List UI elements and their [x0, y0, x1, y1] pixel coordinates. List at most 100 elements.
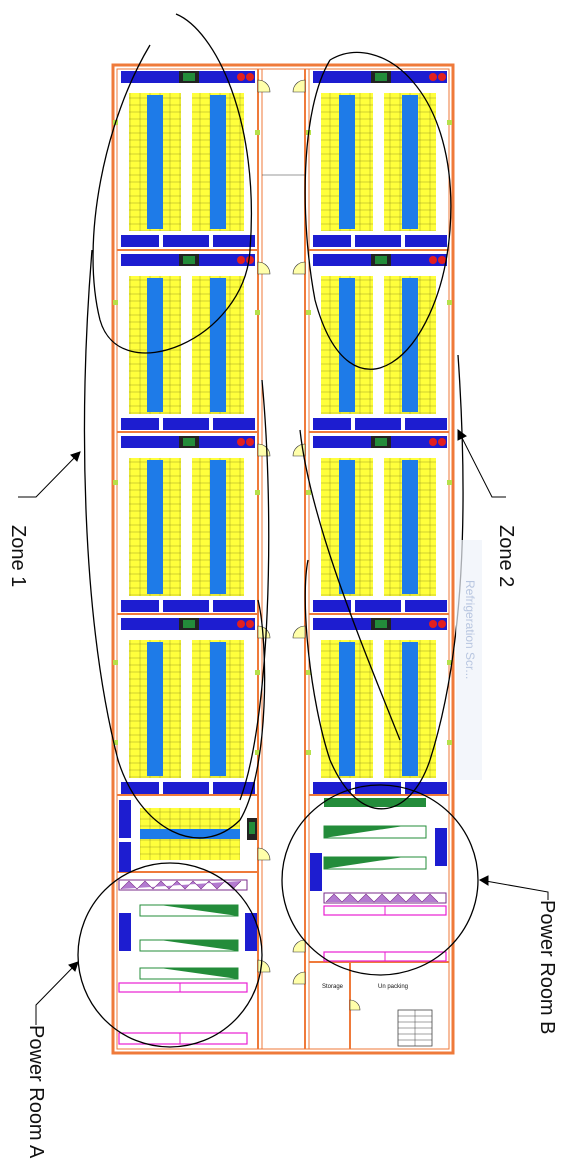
fire-extinguisher [438, 256, 446, 264]
crac-strip-bottom [121, 418, 255, 430]
cold-aisle [339, 642, 355, 776]
crac-strip-bottom [313, 782, 447, 794]
zone-1-leader [18, 451, 81, 498]
strip-gap [159, 418, 163, 430]
cold-aisle [339, 278, 355, 412]
power-room-b-equipment [310, 798, 447, 962]
zone-2-arrowhead [457, 429, 467, 441]
power-room-a-leader [35, 961, 79, 1025]
cold-aisle [210, 460, 226, 594]
power-room-a-outline [77, 862, 263, 1048]
panel-unit-inner [183, 256, 195, 264]
fire-extinguisher [438, 438, 446, 446]
power-room-b-outline [281, 784, 479, 976]
strip-gap [159, 782, 163, 794]
panel-unit-inner [375, 73, 387, 81]
cold-aisle [147, 642, 163, 776]
zone-2-label: Zone 2 [495, 525, 517, 587]
fire-extinguisher [246, 73, 254, 81]
zone-1-outline-top [92, 13, 252, 354]
accent-square [306, 750, 311, 755]
accent-square [447, 480, 452, 485]
strip-gap [209, 600, 213, 612]
zone-annotations [77, 13, 479, 1048]
fire-extinguisher [429, 620, 437, 628]
cold-aisle [147, 278, 163, 412]
accent-square [255, 670, 260, 675]
unpacking-room-label: Un packing [378, 984, 408, 990]
power-room-b-leader [479, 879, 549, 900]
accent-square [113, 740, 118, 745]
panel-unit-inner [183, 73, 195, 81]
data-hall-b-2 [313, 254, 447, 430]
zone-1-label: Zone 1 [7, 525, 29, 587]
power-room-b-label: Power Room B [536, 900, 558, 1035]
accent-square [113, 300, 118, 305]
watermark: Refrigeration Scr... [456, 540, 482, 780]
zone-2-outline-right [304, 354, 464, 810]
data-hall-a-2 [121, 254, 255, 430]
accent-square [306, 490, 311, 495]
strip-gap [159, 600, 163, 612]
fire-extinguisher [237, 256, 245, 264]
support-rooms: Storage Un packing [322, 984, 433, 1047]
fire-extinguisher [429, 256, 437, 264]
fire-extinguisher [237, 620, 245, 628]
fire-extinguisher [246, 620, 254, 628]
fire-extinguisher [429, 73, 437, 81]
panel-unit-inner [375, 620, 387, 628]
data-hall-a-3 [121, 436, 255, 612]
cold-aisle [210, 95, 226, 229]
wall-accents [113, 120, 452, 755]
small-rack-room [119, 800, 257, 872]
data-hall-a-4 [121, 618, 255, 794]
accent-square [306, 310, 311, 315]
strip-gap [401, 600, 405, 612]
cold-aisle [147, 95, 163, 229]
cold-aisle [339, 460, 355, 594]
data-halls [121, 71, 447, 794]
cold-aisle [402, 642, 418, 776]
panel-unit-inner [183, 620, 195, 628]
crac-strip-bottom [313, 418, 447, 430]
panel-unit-inner [183, 438, 195, 446]
accent-square [447, 740, 452, 745]
zone-1-outline-mid [239, 379, 270, 801]
power-room-a-equipment [118, 879, 257, 1045]
accent-square [113, 660, 118, 665]
crac-strip-bottom [121, 600, 255, 612]
strip-gap [351, 418, 355, 430]
fire-extinguisher [237, 438, 245, 446]
crac-strip-bottom [121, 235, 255, 247]
accent-square [447, 660, 452, 665]
cold-aisle [147, 460, 163, 594]
zone-2-outline-inner [299, 429, 401, 741]
accent-square [447, 120, 452, 125]
accent-square [113, 480, 118, 485]
power-room-b-arrowhead [478, 875, 489, 886]
data-hall-b-3 [313, 436, 447, 612]
fire-extinguisher [237, 73, 245, 81]
zone-2-leader [457, 429, 506, 498]
crac-strip-bottom [313, 235, 447, 247]
data-hall-b-1 [313, 71, 447, 247]
fire-extinguisher [438, 620, 446, 628]
panel-unit-inner [375, 438, 387, 446]
strip-gap [209, 235, 213, 247]
cold-aisle [402, 278, 418, 412]
strip-gap [351, 600, 355, 612]
strip-gap [401, 235, 405, 247]
accent-square [255, 310, 260, 315]
cold-aisle [339, 95, 355, 229]
strip-gap [209, 782, 213, 794]
watermark-text: Refrigeration Scr... [463, 580, 477, 679]
strip-gap [401, 418, 405, 430]
staircase [397, 1009, 433, 1047]
zone-1-arrowhead [70, 451, 81, 462]
crac-strip-bottom [313, 600, 447, 612]
accent-square [255, 130, 260, 135]
data-hall-a-1 [121, 71, 255, 247]
zone-1-outline-left [83, 249, 266, 839]
storage-room-label: Storage [322, 984, 344, 990]
